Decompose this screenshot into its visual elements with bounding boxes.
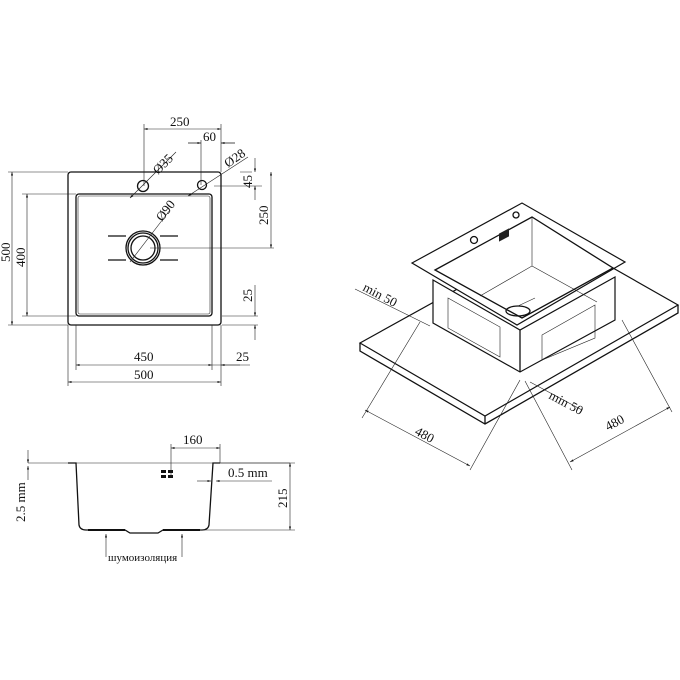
top-view: 250 60 Ø35 Ø28 Ø90 45 250 25 500 400 450… — [0, 114, 274, 386]
dim-45: 45 — [240, 175, 255, 188]
sink-outline — [67, 171, 222, 326]
sink-rim — [410, 202, 627, 326]
dim-depth: 215 — [275, 489, 290, 509]
width-right: 480 — [602, 411, 626, 433]
clearance-left: min 50 — [361, 279, 400, 309]
side-view: 160 0.5 mm 2.5 mm 215 шумоизоляция — [13, 432, 295, 564]
accessory-hole — [196, 179, 208, 191]
label-hole-35: Ø35 — [150, 151, 176, 177]
dim-25-bottom: 25 — [236, 349, 249, 364]
dim-400-left: 400 — [13, 248, 28, 268]
clearance-right: min 50 — [547, 387, 586, 417]
dim-60: 60 — [203, 129, 216, 144]
dim-25-right: 25 — [240, 289, 255, 302]
dim-250-top: 250 — [170, 114, 190, 129]
iso-view: min 50 min 50 480 480 — [354, 202, 680, 471]
dim-450: 450 — [134, 349, 154, 364]
width-left: 480 — [413, 423, 437, 445]
dim-thickness: 0.5 mm — [228, 465, 268, 480]
bowl-outline — [75, 193, 213, 317]
overflow-icon — [499, 228, 509, 242]
insulation-label: шумоизоляция — [108, 552, 177, 564]
dim-rim: 2.5 mm — [13, 482, 28, 522]
faucet-hole — [136, 179, 150, 193]
dim-500-left: 500 — [0, 243, 13, 263]
dim-500-bottom: 500 — [134, 367, 154, 382]
dim-250-right: 250 — [256, 206, 271, 226]
label-drain-90: Ø90 — [153, 197, 179, 224]
dim-160: 160 — [183, 432, 203, 447]
label-hole-28: Ø28 — [221, 145, 248, 170]
overflow-icon — [161, 470, 173, 478]
